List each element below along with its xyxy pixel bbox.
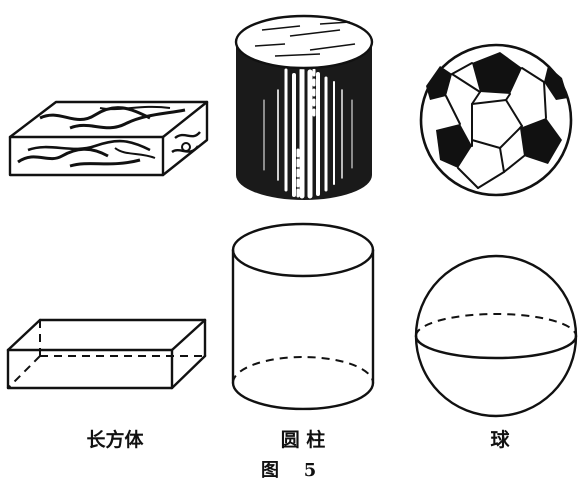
- figure-caption-number: 5: [304, 460, 317, 481]
- wooden-block: [8, 100, 209, 177]
- ball-pentagon-upper-right: [544, 66, 568, 100]
- ball-pentagon-right: [520, 118, 562, 164]
- shaded-cylinder: [234, 14, 374, 200]
- cuboid-wireframe: [6, 318, 207, 390]
- ball-pentagon-top: [472, 52, 522, 94]
- ball-seams: [445, 62, 547, 189]
- ball-pentagon-upper-left: [426, 66, 452, 100]
- sphere-wireframe: [414, 254, 578, 418]
- label-cylinder: 圆 柱: [281, 428, 326, 451]
- cylinder-top-texture: [254, 21, 356, 57]
- ball-pentagon-left: [436, 124, 472, 168]
- wood-grain-top: [39, 105, 186, 130]
- wood-grain-side: [171, 131, 201, 154]
- cylinder-highlight: [263, 58, 353, 199]
- wood-grain-front: [17, 139, 156, 168]
- label-sphere: 球: [490, 428, 510, 451]
- cylinder-wireframe: [231, 222, 375, 411]
- soccer-ball: [419, 43, 573, 197]
- label-cuboid: 长方体: [86, 428, 144, 451]
- figure-caption-prefix: 图: [261, 460, 279, 481]
